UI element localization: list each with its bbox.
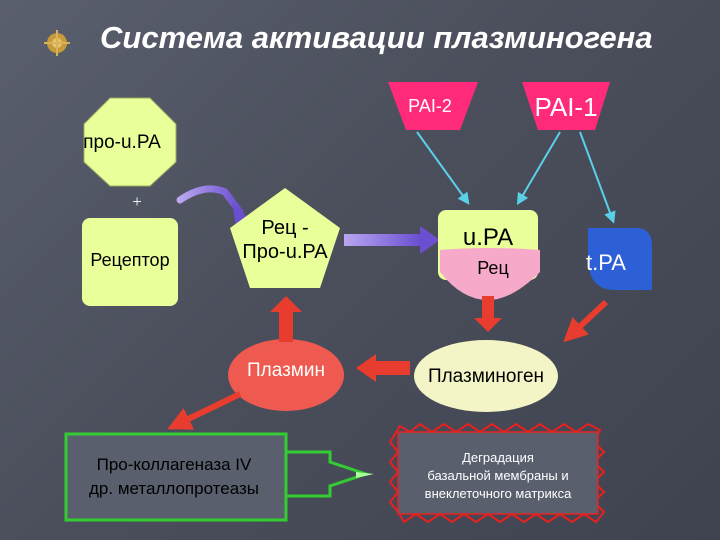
procollagenase-label-2: др. металлопротеазы	[89, 479, 259, 498]
tpa-label: t.PA	[586, 250, 626, 275]
green-connector	[286, 450, 371, 498]
binding-arrow	[176, 185, 244, 216]
pai2-label: PAI-2	[408, 96, 452, 116]
plasmin-to-rec-head	[270, 296, 302, 312]
receptor-label: Рецептор	[90, 250, 169, 270]
receptor-shape	[82, 218, 178, 306]
pai1-shape	[522, 82, 610, 130]
plasminogen-label: Плазминоген	[428, 366, 544, 387]
pai2-to-upa-arrow	[416, 131, 470, 205]
upa-to-plasminogen-shaft	[482, 296, 494, 320]
upa-label: u.PA	[463, 224, 513, 251]
plasmin-to-procollagenase-arrow	[167, 391, 242, 430]
procollagenase-label-1: Про-коллагеназа IV	[97, 455, 252, 474]
plasminogen-to-plasmin-shaft	[372, 361, 410, 375]
rec-pro-upa-label-2: Про-u.PA	[242, 241, 328, 263]
plasminogen-shape	[414, 340, 558, 412]
upa-to-plasminogen-head	[474, 318, 502, 332]
activation-arrow-head	[420, 226, 440, 254]
pai1-to-tpa-arrow	[579, 131, 616, 224]
tpa-shape	[588, 228, 652, 290]
procollagenase-box	[64, 432, 288, 522]
degradation-label-3: внеклеточного матрикса	[425, 486, 572, 501]
pro-upa-label: про-u.PA	[83, 132, 161, 153]
bullet-icon	[44, 30, 70, 56]
rec-pro-upa-shape	[230, 188, 340, 288]
tpa-to-plasminogen-arrow	[563, 299, 609, 343]
degradation-label-2: базальной мембраны и	[427, 468, 568, 483]
rec-shape	[440, 248, 540, 300]
pro-upa-shape	[83, 97, 177, 187]
rec-label: Рец	[477, 258, 509, 278]
degradation-label-1: Деградация	[462, 450, 534, 465]
activation-arrow-shaft	[344, 234, 420, 246]
rec-pro-upa-label-1: Рец -	[261, 217, 308, 239]
plus-sign: +	[132, 192, 142, 211]
plasmin-label: Плазмин	[247, 360, 325, 381]
page-title: Система активации плазминогена	[100, 20, 653, 55]
plasminogen-to-plasmin-head	[356, 354, 376, 382]
pai2-shape	[388, 82, 478, 130]
degradation-box	[397, 431, 599, 515]
degradation-border	[388, 422, 606, 524]
plasmin-to-rec-shaft	[279, 310, 293, 342]
green-connector-tip	[356, 472, 374, 478]
pai1-label: PAI-1	[534, 92, 597, 122]
pai1-to-upa-arrow	[516, 131, 561, 206]
plasmin-shape	[228, 339, 344, 411]
